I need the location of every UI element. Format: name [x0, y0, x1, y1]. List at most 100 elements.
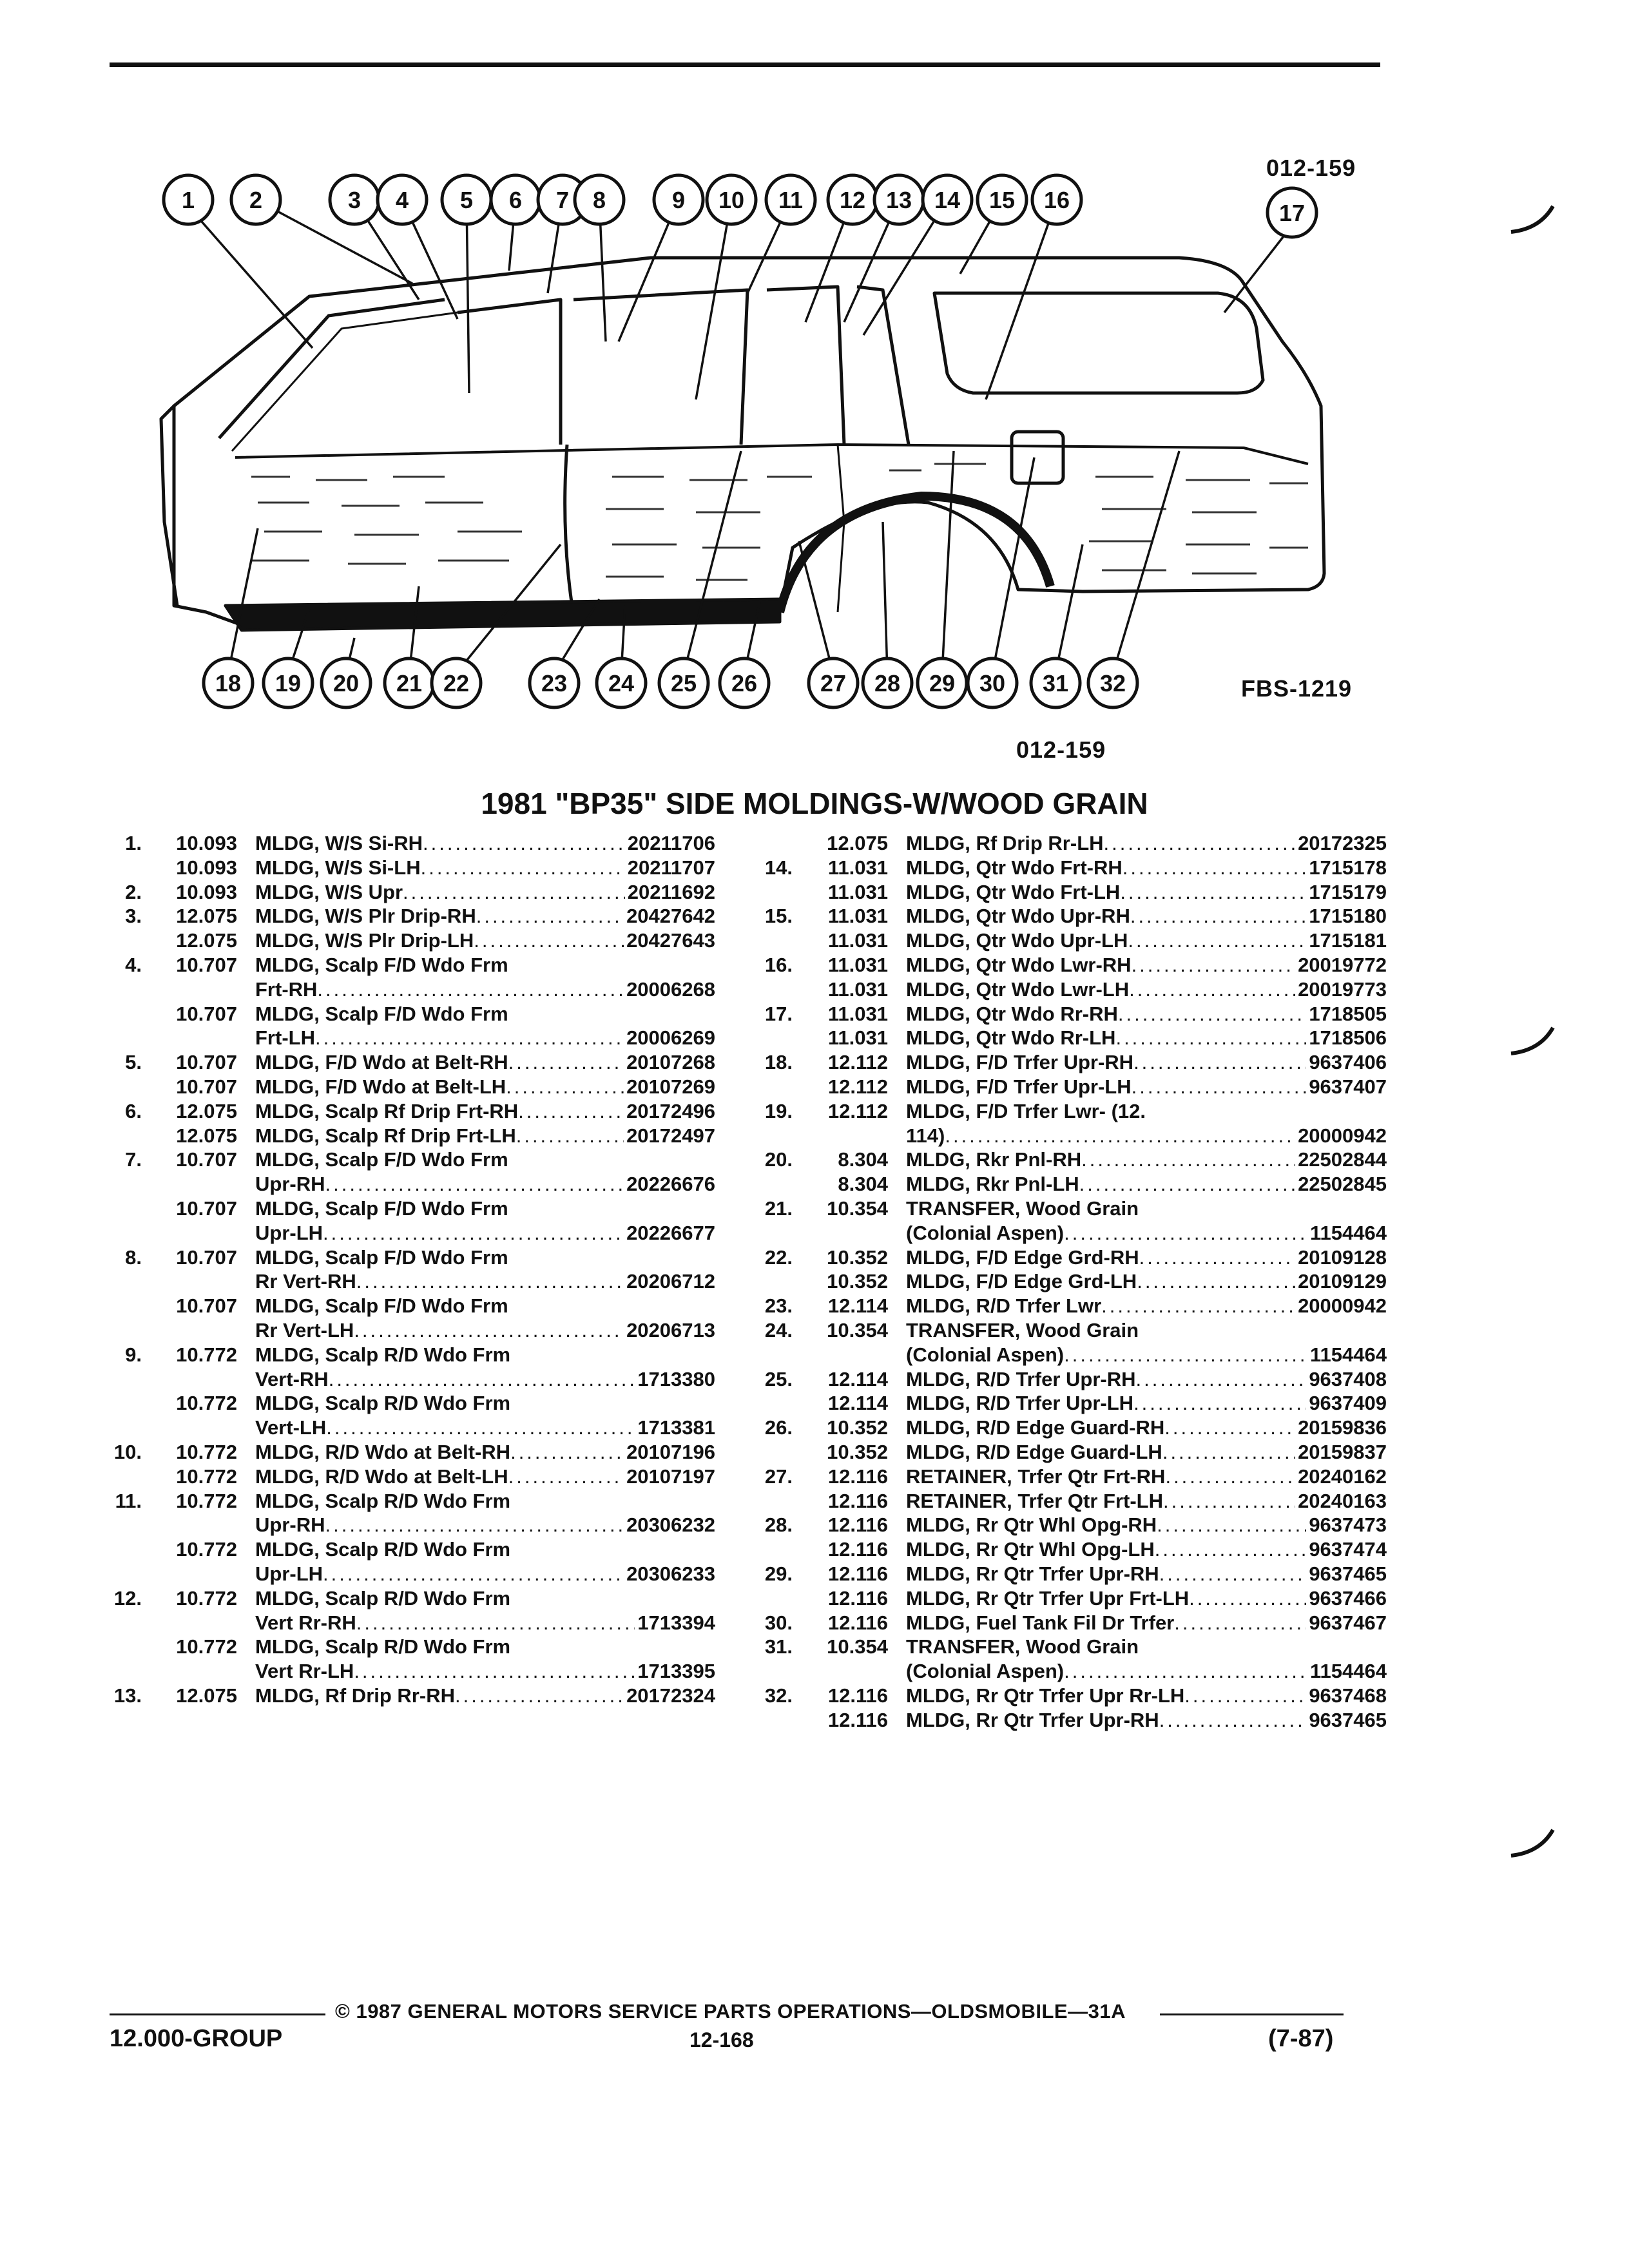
description-text: MLDG, Scalp F/D Wdo Frm	[255, 1245, 508, 1269]
leader-dots	[476, 904, 624, 928]
item-number: 16.	[764, 953, 793, 976]
group-number	[147, 1269, 255, 1294]
group-number: 10.354	[827, 1318, 888, 1341]
description-text: TRANSFER, Wood Grain	[906, 1635, 1139, 1658]
part-row: (Colonial Aspen)1154464	[747, 1343, 1387, 1367]
footer-rule-left	[110, 2013, 325, 2015]
description-text: MLDG, Qtr Wdo Frt-RH	[906, 856, 1123, 879]
part-row: Vert Rr-RH1713394	[97, 1611, 715, 1635]
footer-date: (7-87)	[1268, 2025, 1334, 2052]
callout-5: 5	[440, 173, 493, 226]
item-number	[747, 1391, 798, 1416]
group-number	[147, 1562, 255, 1586]
part-number: 20172325	[1298, 832, 1387, 854]
leader-dots	[1159, 1708, 1307, 1733]
group-number	[798, 1221, 906, 1245]
part-description: (Colonial Aspen)	[906, 1659, 1307, 1684]
description-text: RETAINER, Trfer Qtr Frt-LH	[906, 1489, 1163, 1512]
callout-label: 3	[348, 187, 361, 213]
callout-label: 20	[333, 670, 359, 697]
part-row: Rr Vert-LH20206713	[97, 1318, 715, 1343]
description-text: MLDG, Qtr Wdo Upr-LH	[906, 929, 1128, 952]
item-number	[97, 1391, 147, 1416]
description-text: MLDG, W/S Plr Drip-RH	[255, 905, 476, 928]
part-description: MLDG, R/D Trfer Upr-LH	[906, 1391, 1306, 1416]
group-number: 10.093	[176, 880, 237, 903]
callout-label: 15	[989, 187, 1015, 213]
callout-label: 23	[541, 670, 567, 697]
part-description: (Colonial Aspen)	[906, 1343, 1307, 1367]
group-number: 10.707	[176, 953, 237, 976]
part-description: MLDG, Rf Drip Rr-LH	[906, 831, 1295, 856]
part-description: MLDG, Rr Qtr Whl Opg-LH	[906, 1537, 1306, 1562]
item-number: 9.	[125, 1343, 142, 1366]
item-number: 24.	[764, 1318, 793, 1341]
description-text: TRANSFER, Wood Grain	[906, 1196, 1139, 1220]
part-number: 9637407	[1309, 1075, 1387, 1098]
description-text: Frt-RH	[255, 977, 318, 1001]
item-number	[747, 1659, 798, 1684]
group-number: 10.352	[827, 1440, 888, 1463]
callout-label: 28	[874, 670, 900, 697]
part-description: MLDG, Rr Qtr Trfer Upr-RH	[906, 1708, 1306, 1733]
part-description: MLDG, Rkr Pnl-RH	[906, 1148, 1295, 1172]
item-number: 5.	[125, 1051, 142, 1074]
part-description: MLDG, Rr Qtr Whl Opg-RH	[906, 1513, 1306, 1537]
callout-19: 19	[262, 657, 314, 709]
part-number: 1713380	[637, 1367, 715, 1390]
description-text: MLDG, Rf Drip Rr-RH	[255, 1684, 455, 1707]
group-number: 11.031	[827, 856, 888, 879]
part-number: 9637408	[1309, 1367, 1387, 1390]
group-number: 12.116	[827, 1489, 888, 1512]
leader-dots	[354, 1659, 635, 1684]
callout-1: 1	[162, 173, 215, 226]
callout-label: 10	[718, 187, 744, 213]
item-number	[97, 1513, 147, 1537]
part-number	[713, 1196, 715, 1221]
leader-dots	[474, 928, 624, 953]
group-number: 12.114	[827, 1367, 888, 1390]
description-text: MLDG, Scalp R/D Wdo Frm	[255, 1538, 511, 1561]
part-number: 20109128	[1298, 1245, 1387, 1269]
description-text: MLDG, Scalp Rf Drip Frt-LH	[255, 1124, 516, 1147]
callout-9: 9	[652, 173, 705, 226]
description-text: MLDG, Scalp R/D Wdo Frm	[255, 1586, 511, 1610]
wood-grain-texture	[251, 463, 1308, 581]
part-number: 20240162	[1298, 1465, 1387, 1488]
leader-dots	[1123, 856, 1307, 880]
part-number: 20211692	[627, 880, 715, 903]
callout-10: 10	[705, 173, 758, 226]
leader-dots	[1064, 1343, 1307, 1367]
part-number	[713, 1586, 715, 1611]
leader-dots	[1129, 977, 1295, 1002]
callout-label: 14	[934, 187, 960, 213]
group-number: 10.354	[827, 1635, 888, 1658]
description-text: Upr-LH	[255, 1562, 323, 1585]
description-text: Upr-RH	[255, 1514, 325, 1537]
part-description: Vert Rr-RH	[255, 1611, 635, 1635]
part-number: 20159837	[1298, 1440, 1387, 1463]
part-description: Vert Rr-LH	[255, 1659, 635, 1684]
part-number: 1715181	[1309, 929, 1387, 952]
group-number: 10.707	[176, 1148, 237, 1171]
description-text: MLDG, R/D Wdo at Belt-LH	[255, 1465, 508, 1488]
part-number: 20107269	[626, 1075, 715, 1098]
part-description: MLDG, F/D Edge Grd-LH	[906, 1269, 1295, 1294]
item-number	[97, 928, 147, 953]
description-text: Rr Vert-LH	[255, 1318, 354, 1341]
part-number: 9637468	[1309, 1684, 1387, 1707]
item-number: 22.	[764, 1245, 793, 1269]
callout-label: 7	[556, 187, 569, 213]
callout-label: 21	[396, 670, 422, 697]
part-description: Upr-RH	[255, 1172, 624, 1196]
leader-dots	[945, 1124, 1295, 1148]
